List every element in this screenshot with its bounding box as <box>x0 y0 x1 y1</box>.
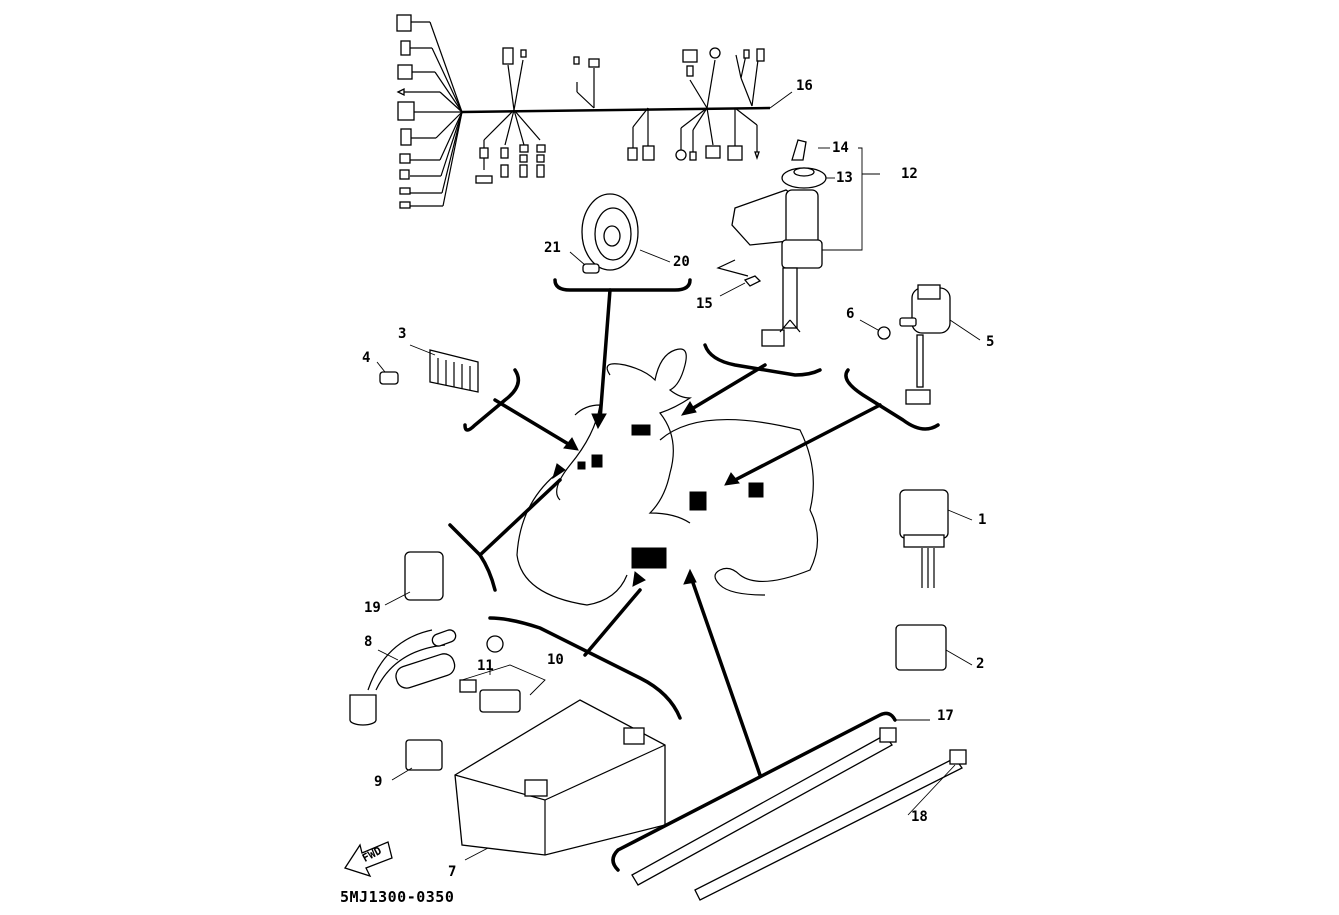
callout-4: 4 <box>362 350 371 366</box>
motorcycle-outline <box>516 348 819 606</box>
callout-6: 6 <box>846 306 855 322</box>
component-markers <box>577 424 764 569</box>
callout-10: 10 <box>547 652 564 668</box>
callout-9: 9 <box>374 774 383 790</box>
callout-17: 17 <box>937 708 954 724</box>
fwd-arrow-icon <box>343 841 393 878</box>
flasher-relay <box>404 551 444 601</box>
battery-cables <box>349 629 521 771</box>
callout-11: 11 <box>477 658 494 674</box>
callout-15: 15 <box>696 296 713 312</box>
main-switch-assembly <box>716 139 827 347</box>
starter-relay <box>877 284 951 405</box>
callout-19: 19 <box>364 600 381 616</box>
relay-unit <box>895 489 949 671</box>
callout-21: 21 <box>544 240 561 256</box>
callout-8: 8 <box>364 634 373 650</box>
callout-12: 12 <box>901 166 918 182</box>
callout-14: 14 <box>832 140 849 156</box>
battery <box>454 699 666 856</box>
rectifier-regulator <box>379 349 479 393</box>
cable-ties <box>631 727 967 901</box>
callout-2: 2 <box>976 656 985 672</box>
drawing-code: 5MJ1300-0350 <box>340 888 455 906</box>
callout-18: 18 <box>911 809 928 825</box>
arrow-heads <box>552 401 740 587</box>
leader-lines <box>376 91 981 861</box>
callout-13: 13 <box>836 170 853 186</box>
callout-1: 1 <box>978 512 987 528</box>
callout-7: 7 <box>448 864 457 880</box>
horn <box>581 193 639 274</box>
callout-16: 16 <box>796 78 813 94</box>
callout-3: 3 <box>398 326 407 342</box>
callout-5: 5 <box>986 334 995 350</box>
pointer-arrows <box>448 278 940 872</box>
wire-harness <box>396 14 771 209</box>
callout-20: 20 <box>673 254 690 270</box>
